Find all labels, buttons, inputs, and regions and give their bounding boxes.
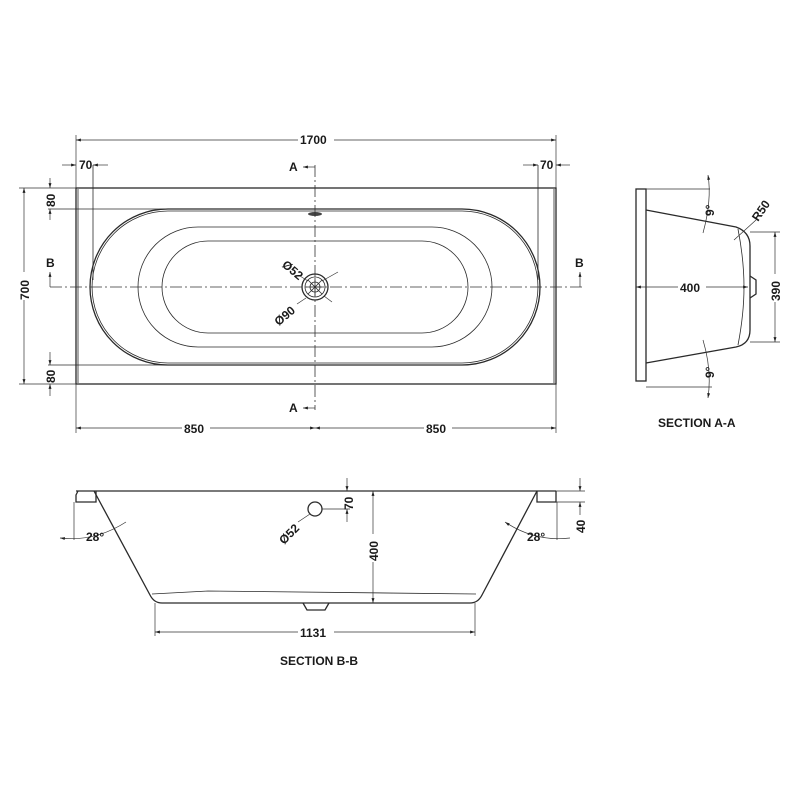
overflow-circle <box>307 501 323 517</box>
length-dimension: 1700 <box>300 133 327 147</box>
section-a-base-width: 390 <box>769 281 783 301</box>
right-rim-dimension: 70 <box>540 158 554 172</box>
section-a-bottom-angle: 9° <box>703 366 717 378</box>
section-a-view: 400 390 9° 9° R50 SECTION A-A <box>635 174 783 430</box>
width-dimension: 700 <box>18 280 32 300</box>
section-b-base-length: 1131 <box>300 626 326 640</box>
left-rim-dimension: 70 <box>79 158 93 172</box>
section-b-title: SECTION B-B <box>280 654 358 668</box>
half-length-left: 850 <box>184 422 204 436</box>
waste-outer-label: Ø90 <box>272 303 299 329</box>
section-a-top-label: A <box>289 160 298 174</box>
section-a-depth: 400 <box>680 281 700 295</box>
section-a-title: SECTION A-A <box>658 416 736 430</box>
section-a-bottom-label: A <box>289 401 298 415</box>
section-b-depth: 400 <box>367 541 381 561</box>
section-b-right-angle: 28° <box>527 530 545 544</box>
top-rim-dimension: 80 <box>44 193 58 207</box>
half-length-right: 850 <box>426 422 446 436</box>
section-b-rim-height: 40 <box>574 519 588 533</box>
section-a-radius: R50 <box>749 197 773 223</box>
section-b-left-angle: 28° <box>86 530 104 544</box>
section-b-overflow-dia: Ø52 <box>276 521 302 547</box>
bowl-base <box>161 240 469 334</box>
bottom-rim-dimension: 80 <box>44 369 58 383</box>
section-b-overflow-offset: 70 <box>342 496 356 510</box>
bowl-inner <box>137 226 493 348</box>
section-b-right-label: B <box>575 256 584 270</box>
section-b-view: Ø52 70 400 40 28° 28° 1131 SECTION B-B <box>59 478 588 668</box>
bath-outline <box>75 187 557 385</box>
section-b-left-label: B <box>46 256 55 270</box>
waste-outlet <box>302 602 330 611</box>
waste-inner-label: Ø52 <box>279 257 306 283</box>
plan-view: B B A A Ø52 Ø90 1700 70 70 700 80 80 <box>17 132 585 436</box>
bowl-rim <box>89 208 541 366</box>
section-a-top-angle: 9° <box>703 204 717 216</box>
